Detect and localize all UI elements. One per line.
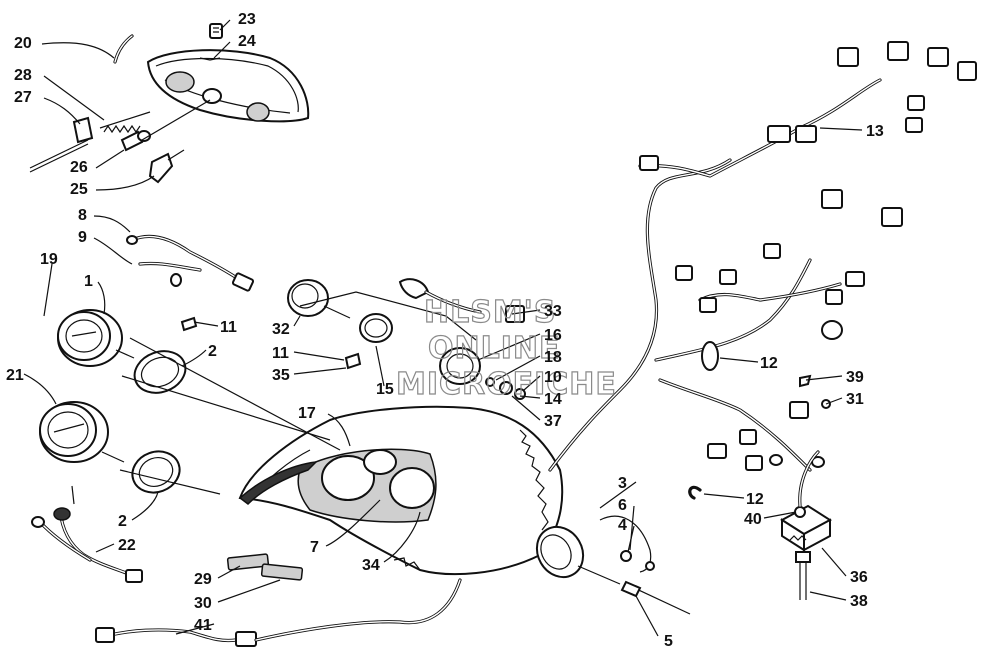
callout-3: 3 (618, 475, 627, 492)
callout-labels: 23 24 20 28 27 26 25 8 9 19 1 11 2 21 2 … (6, 11, 884, 650)
gauge-32 (287, 279, 351, 319)
callout-40: 40 (744, 511, 762, 528)
instrument-panel (238, 405, 564, 576)
callout-39: 39 (846, 369, 864, 386)
callout-29: 29 (194, 571, 212, 588)
callout-2-lower: 2 (118, 513, 127, 530)
callout-37: 37 (544, 413, 562, 430)
gauge-bezel-ring (133, 350, 187, 394)
main-wiring-harness (548, 78, 882, 472)
callout-19: 19 (40, 251, 58, 268)
panel-trim (238, 461, 319, 505)
callout-36: 36 (850, 569, 868, 586)
callout-11-center: 11 (272, 345, 289, 362)
grommet-12b (688, 485, 702, 500)
tachometer-harness (31, 507, 143, 583)
ground-screw (799, 374, 831, 409)
headlight-bulb (120, 130, 151, 152)
callout-1: 1 (84, 273, 93, 290)
callout-41: 41 (194, 617, 212, 634)
callout-31: 31 (846, 391, 864, 408)
callout-32: 32 (272, 321, 290, 338)
callout-13: 13 (866, 123, 884, 140)
ring-gasket (359, 313, 393, 343)
watermark: HLSM'S ONLINE MICROFICHE (395, 294, 617, 402)
callout-17: 17 (298, 405, 316, 422)
callout-38: 38 (850, 593, 868, 610)
washer-4 (620, 550, 655, 571)
headlight-housing (146, 49, 310, 123)
harness-connectors (639, 41, 977, 471)
adjuster-spring (99, 111, 151, 134)
gauge-bulb (180, 316, 198, 332)
callout-12-upper: 12 (760, 355, 778, 372)
callout-23: 23 (238, 11, 256, 28)
callout-8: 8 (78, 207, 87, 224)
callout-28: 28 (14, 67, 32, 84)
adjuster-screw (29, 116, 94, 173)
callout-15: 15 (376, 381, 394, 398)
speedometer-harness (126, 234, 255, 292)
trim-strip-30 (260, 563, 304, 581)
gauge-16 (439, 347, 481, 385)
callout-24: 24 (238, 33, 256, 50)
callout-30: 30 (194, 595, 212, 612)
tachometer-gauge (39, 401, 125, 463)
watermark-line-2: ONLINE (428, 331, 561, 366)
callout-25: 25 (70, 181, 88, 198)
callout-16: 16 (544, 327, 562, 344)
callout-18: 18 (544, 349, 562, 366)
grommet-12 (701, 341, 719, 371)
bulb-clip (209, 23, 223, 39)
callout-26: 26 (70, 159, 88, 176)
callout-33: 33 (544, 303, 562, 320)
callout-7: 7 (310, 539, 319, 556)
speedometer-gauge (57, 309, 135, 367)
leader-lines (23, 19, 863, 637)
regulator-bolt (795, 551, 811, 600)
callout-10: 10 (544, 369, 562, 386)
callout-27: 27 (14, 89, 32, 106)
callout-2-upper: 2 (208, 343, 217, 360)
tachometer-bezel-ring (131, 450, 181, 494)
callout-6: 6 (618, 497, 627, 514)
callout-35: 35 (272, 367, 290, 384)
ground-harness (95, 578, 462, 647)
gauge-3 (535, 515, 652, 585)
speedometer-cable (620, 580, 691, 615)
callout-21: 21 (6, 367, 24, 384)
callout-9: 9 (78, 229, 87, 246)
trim-strip-29 (226, 553, 270, 571)
indicator-lamp (398, 278, 525, 323)
bulb-socket (148, 149, 185, 184)
watermark-line-3: MICROFICHE (396, 367, 617, 402)
callout-20: 20 (14, 35, 32, 52)
voltage-regulator (780, 504, 832, 552)
callout-11-left: 11 (220, 319, 237, 336)
callout-5: 5 (664, 633, 673, 650)
callout-4: 4 (618, 517, 627, 534)
lamp-35 (344, 352, 362, 370)
callout-22: 22 (118, 537, 136, 554)
watermark-line-1: HLSM'S (424, 295, 556, 330)
callout-34: 34 (362, 557, 380, 574)
callout-12-lower: 12 (746, 491, 764, 508)
callout-14: 14 (544, 391, 562, 408)
headlight-trim-strip (113, 34, 134, 64)
